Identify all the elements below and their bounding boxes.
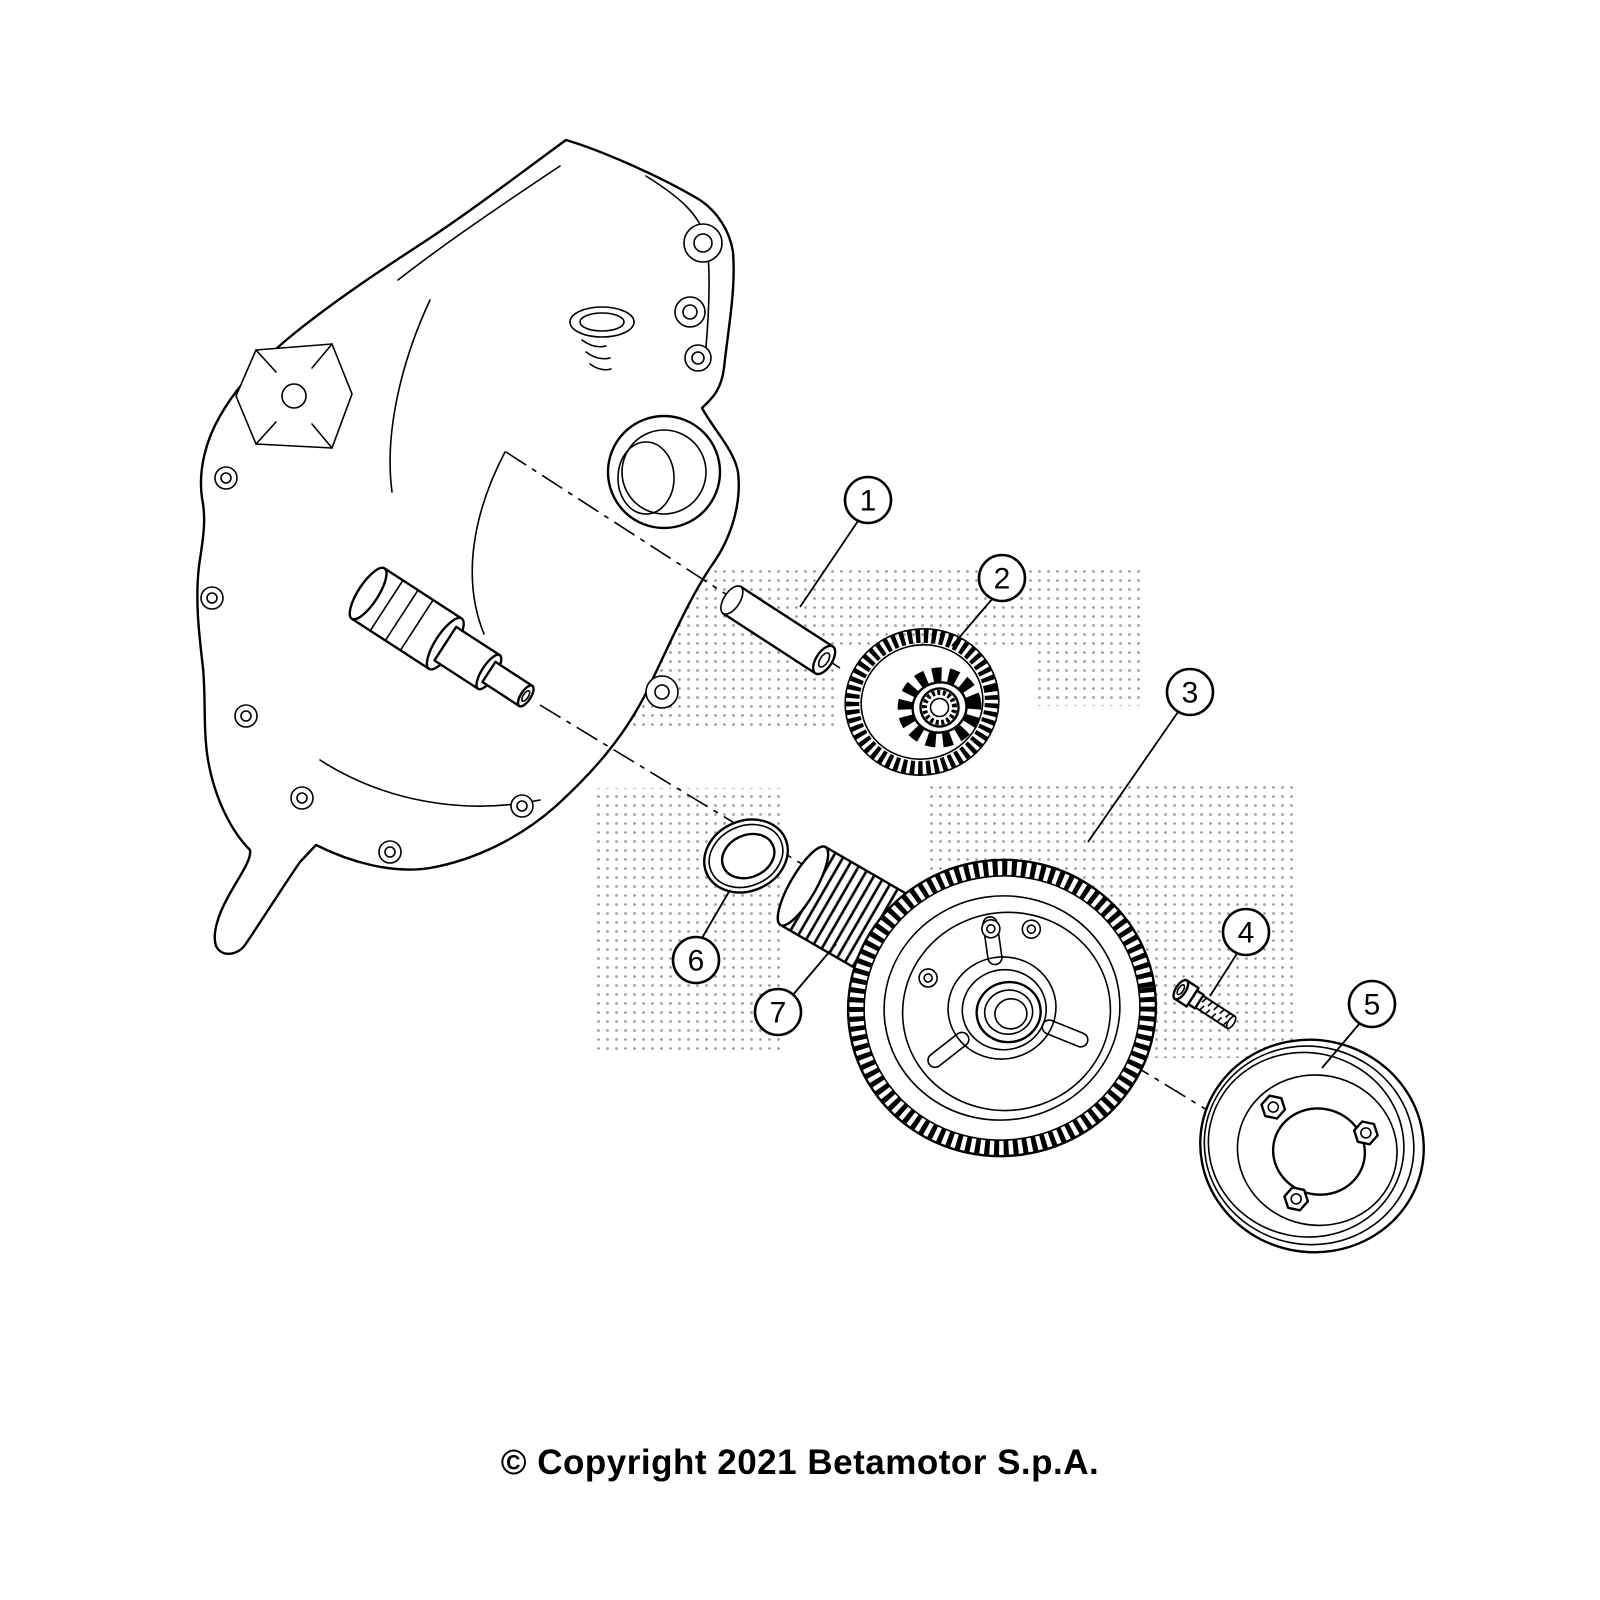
axis-line-pin	[505, 451, 841, 669]
leader-line-7	[791, 943, 837, 997]
leader-line-6	[701, 889, 731, 939]
callout-circle-1	[843, 475, 893, 525]
flange-rollers	[1260, 1094, 1379, 1212]
bolt-bosses	[200, 466, 534, 864]
part-6-washer	[703, 818, 789, 894]
leader-line-1	[799, 520, 859, 608]
callout-6: 6	[671, 889, 731, 985]
leader-line-2	[951, 597, 994, 647]
callouts: 1 2 3 4 5	[671, 475, 1397, 1069]
part-2-idler-gear	[844, 628, 1000, 776]
callout-circle-5	[1347, 979, 1397, 1029]
callout-circle-2	[977, 553, 1027, 603]
callout-7: 7	[753, 943, 837, 1037]
callout-number-2: 2	[994, 563, 1011, 596]
callout-5: 5	[1321, 979, 1397, 1069]
part-3-starter-gear	[846, 858, 1158, 1158]
callout-circle-6	[671, 935, 721, 985]
callout-circle-3	[1165, 667, 1215, 717]
callout-circle-4	[1221, 907, 1271, 957]
callout-number-7: 7	[770, 997, 787, 1030]
callout-1: 1	[799, 475, 893, 608]
crankcase-outline	[196, 138, 740, 955]
callout-circle-7	[753, 987, 803, 1037]
callout-number-6: 6	[688, 945, 705, 978]
starter-shaft	[348, 566, 535, 708]
callout-number-1: 1	[860, 485, 877, 518]
part-4-bolt	[1172, 978, 1237, 1030]
part-1-pin	[720, 585, 837, 676]
callout-4: 4	[1209, 907, 1271, 997]
leader-line-5	[1321, 1022, 1361, 1069]
callout-2: 2	[951, 553, 1027, 647]
callout-3: 3	[1087, 667, 1215, 843]
copyright-text: © Copyright 2021 Betamotor S.p.A.	[500, 1443, 1100, 1482]
part-5-clutch-flange	[1199, 1038, 1425, 1254]
callout-number-4: 4	[1238, 917, 1255, 950]
leader-line-4	[1209, 951, 1239, 997]
callout-number-3: 3	[1182, 677, 1199, 710]
callout-number-5: 5	[1364, 989, 1381, 1022]
leader-line-3	[1087, 711, 1179, 843]
